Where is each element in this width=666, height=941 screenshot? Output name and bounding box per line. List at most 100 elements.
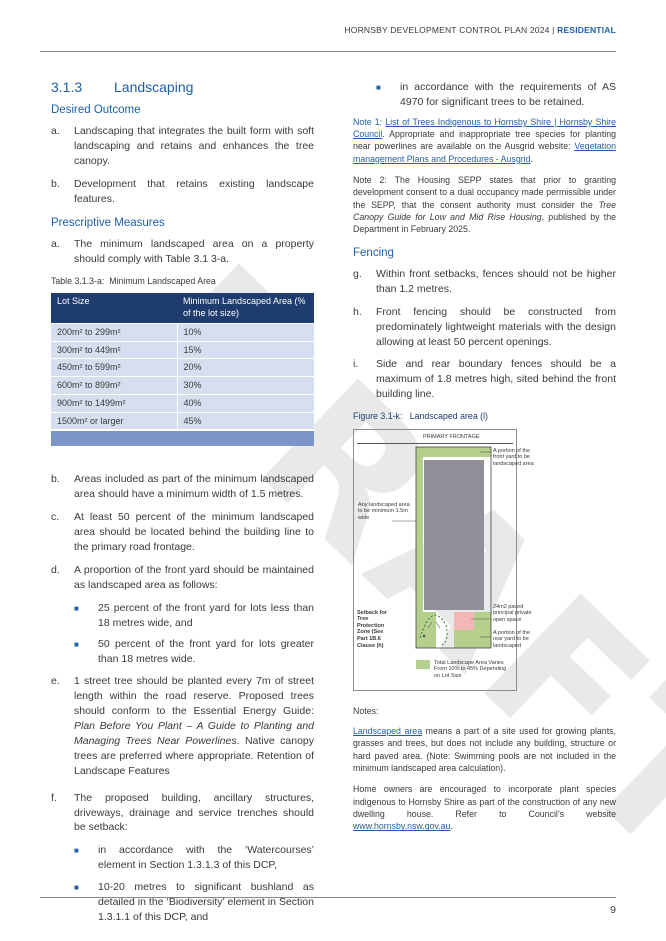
note-text: Home owners are encouraged to incorporat… [353, 784, 616, 820]
header-section: RESIDENTIAL [557, 25, 616, 35]
figure-caption: Figure 3.1-k: Landscaped area (l) [353, 410, 616, 422]
landscaped-area-definition: Landscaped area means a part of a site u… [353, 725, 616, 774]
min-width-label: Any landscaped area to be minimum 1.5m w… [358, 501, 410, 521]
side-landscape-strip [416, 446, 423, 647]
bullet-text: in accordance with the requirements of A… [400, 81, 616, 108]
front-landscape-area [417, 446, 491, 457]
table-cell: 45% [177, 411, 314, 431]
list-item: b. Areas included as part of the minimum… [51, 472, 314, 502]
list-marker: b. [51, 177, 60, 190]
bullet-icon: ■ [74, 603, 79, 613]
table-footer-cell [51, 429, 314, 447]
frontage-line [357, 442, 513, 444]
table-cell: 15% [177, 340, 314, 359]
table-cell: 30% [177, 376, 314, 395]
header-title: HORNSBY DEVELOPMENT CONTROL PLAN 2024 [344, 25, 550, 35]
table-footer-row [51, 429, 314, 447]
note-text: Note 2: The Housing SEPP states that pri… [353, 175, 616, 210]
table-cell: 300m² to 449m² [51, 340, 178, 359]
column-header-min-area: Minimum Landscaped Area (% of the lot si… [177, 293, 314, 324]
primary-frontage-label: PRIMARY FRONTAGE [423, 433, 480, 440]
list-text: 1 street tree should be planted every 7m… [74, 674, 314, 778]
list-text: Front fencing should be constructed from… [376, 305, 616, 348]
section-number: 3.1.3 [51, 79, 83, 95]
guide-title: Tree Canopy Guide for Low and Mid Rise H… [353, 199, 616, 222]
note-text: , published by the Department in Februar… [353, 212, 616, 235]
bullet-item: ■ in accordance with the requirements of… [353, 80, 616, 110]
desired-outcome-heading: Desired Outcome [51, 103, 141, 116]
list-item: i. Side and rear boundary fences should … [353, 357, 616, 402]
right-column: ■ in accordance with the requirements of… [353, 80, 616, 842]
page-number: 9 [610, 904, 616, 916]
guide-title: Plan Before You Plant – A Guide to Plant… [74, 720, 314, 747]
table-cell: 600m² to 899m² [51, 376, 178, 395]
list-marker: e. [51, 675, 60, 688]
list-marker: i. [353, 358, 359, 371]
list-text: Within front setbacks, fences should not… [376, 267, 616, 295]
list-marker: b. [51, 473, 60, 486]
tree-protection-zone [419, 614, 448, 647]
header-rule [40, 51, 616, 52]
table-caption-title: Minimum Landscaped Area [109, 275, 216, 286]
bullet-text: 10-20 metres to significant bushland as … [98, 881, 314, 923]
bullet-icon: ■ [74, 883, 79, 893]
note-text: . [450, 821, 453, 832]
figure-title: Landscaped area (l) [409, 411, 488, 422]
note-label: Note 1: [353, 116, 386, 127]
bullet-text: 25 percent of the front yard for lots le… [98, 601, 314, 629]
bullet-item: ■ in accordance with the ‘Watercourses’ … [51, 843, 314, 873]
building-footprint [424, 459, 484, 610]
table-cell: 900m² to 1499m² [51, 393, 178, 413]
table-cell: 1500m² or larger [51, 411, 178, 431]
table-cell: 40% [177, 393, 314, 413]
figure-label: Figure 3.1-k: [353, 411, 403, 422]
legend-label: Total Landscape Area Varies From 10% to … [434, 659, 507, 679]
tree-dot [422, 634, 426, 637]
list-text: Development that retains existing landsc… [74, 177, 314, 205]
council-website-link[interactable]: www.hornsby.nsw.gov.au [353, 821, 451, 832]
list-item: a. The minimum landscaped area on a prop… [51, 237, 314, 267]
list-item: d. A proportion of the front yard should… [51, 563, 314, 593]
table-cell: 10% [177, 322, 314, 341]
list-marker: g. [353, 267, 362, 280]
rear-yard-label: A portion of the rear yard to be landsca… [493, 629, 530, 649]
list-marker: a. [51, 238, 60, 251]
lot-boundary [415, 446, 492, 649]
setback-label: Setback for Tree Protection Zone (See Pa… [357, 609, 387, 649]
list-marker: f. [51, 791, 57, 804]
list-text: The proposed building, ancillary structu… [74, 791, 314, 834]
list-text: Areas included as part of the minimum la… [74, 473, 314, 501]
ausgrid-link[interactable]: Vegetation management Plans and Procedur… [353, 141, 616, 164]
indigenous-trees-link[interactable]: List of Trees Indigenous to Hornsby Shir… [353, 116, 616, 140]
list-text: The minimum landscaped area on a propert… [74, 238, 314, 265]
column-header-lot-size: Lot Size [51, 293, 177, 324]
bullet-icon: ■ [74, 640, 79, 650]
bullet-text: in accordance with the ‘Watercourses’ el… [98, 844, 314, 872]
site-plan-svg [357, 442, 513, 669]
setback-arrows [427, 621, 441, 628]
landscaped-area-diagram: PRIMARY FRONTAGE A portion of the front … [353, 428, 534, 691]
paved-area-label: 24m2 paved principal private open space [493, 603, 532, 623]
page-header: HORNSBY DEVELOPMENT CONTROL PLAN 2024 | … [344, 24, 616, 36]
list-item: e. 1 street tree should be planted every… [51, 674, 314, 778]
list-marker: h. [353, 305, 362, 318]
list-item: f. The proposed building, ancillary stru… [51, 791, 314, 836]
front-yard-label: A portion of the front yard to be landsc… [493, 447, 534, 467]
list-text: Landscaping that integrates the built fo… [74, 125, 314, 168]
list-marker: c. [51, 511, 60, 524]
list-marker: d. [51, 563, 60, 576]
footer-rule [40, 897, 616, 898]
bullet-text: 50 percent of the front yard for lots gr… [98, 638, 314, 666]
bullet-item: ■ 25 percent of the front yard for lots … [51, 601, 314, 631]
bullet-item: ■ 50 percent of the front yard for lots … [51, 637, 314, 667]
list-item: h. Front fencing should be constructed f… [353, 305, 616, 350]
table-cell: 450m² to 599m² [51, 358, 178, 377]
table-caption: Table 3.1.3-a: Minimum Landscaped Area [51, 275, 314, 287]
landscaped-area-table: Lot Size Minimum Landscaped Area (% of t… [51, 293, 314, 447]
